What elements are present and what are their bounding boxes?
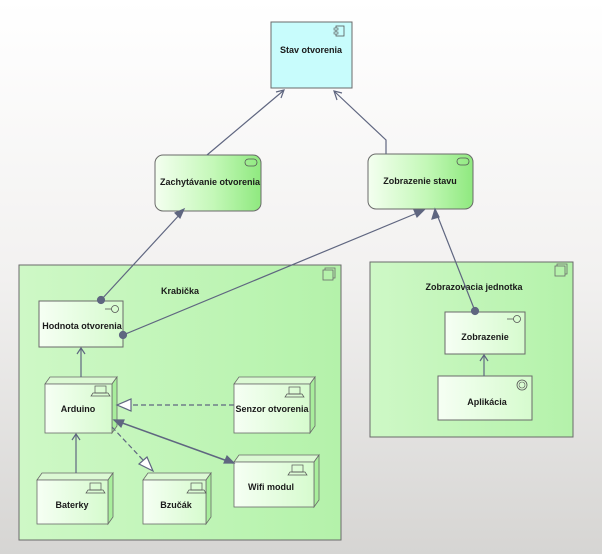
device-bzucak[interactable]: Bzučák [142, 471, 212, 526]
node-label: Stav otvorenia [280, 45, 343, 55]
bidirectional-arrow[interactable] [112, 419, 236, 464]
flow-arrow[interactable] [71, 432, 81, 473]
device-icon [85, 482, 106, 494]
realization-arrow[interactable] [333, 90, 387, 154]
node-icon [322, 267, 336, 281]
device-wifi-modul[interactable]: Wifi modul [233, 453, 320, 509]
node-icon [554, 263, 568, 277]
device-arduino[interactable]: Arduino [44, 375, 118, 435]
application-aplikacia[interactable]: Aplikácia [437, 375, 533, 421]
component-icon [333, 25, 345, 37]
device-icon [186, 482, 207, 494]
node-label: Zachytávanie otvorenia [160, 177, 261, 187]
assignment-arrow[interactable] [76, 346, 86, 377]
container-label: Krabička [161, 286, 200, 296]
node-label: Wifi modul [248, 482, 294, 492]
serving-arrow[interactable] [431, 207, 480, 316]
interface-icon [507, 315, 521, 323]
node-label: Zobrazenie [461, 332, 509, 342]
realization-arrow[interactable] [206, 89, 285, 156]
node-label: Baterky [55, 500, 88, 510]
device-icon [284, 386, 305, 398]
node-label: Arduino [61, 404, 96, 414]
device-icon [287, 464, 308, 476]
interface-hodnota-otvorenia[interactable]: Hodnota otvorenia [38, 300, 124, 348]
container-label: Zobrazovacia jednotka [425, 282, 523, 292]
device-icon [90, 385, 111, 397]
node-label: Bzučák [160, 500, 193, 510]
connectors [71, 89, 489, 473]
serving-arrow[interactable] [96, 207, 186, 305]
application-icon [516, 379, 528, 391]
device-baterky[interactable]: Baterky [36, 471, 114, 526]
node-label: Zobrazenie stavu [383, 176, 457, 186]
assignment-arrow[interactable] [479, 353, 489, 376]
dependency-arrow[interactable] [115, 398, 234, 412]
serving-arrow[interactable] [118, 209, 426, 340]
service-icon [456, 157, 470, 166]
service-zachytavanie-otvorenia[interactable]: Zachytávanie otvorenia [154, 154, 262, 212]
dependency-arrow[interactable] [111, 426, 155, 473]
service-icon [244, 158, 258, 167]
node-label: Hodnota otvorenia [42, 321, 122, 331]
interface-icon [105, 305, 119, 313]
interface-zobrazenie[interactable]: Zobrazenie [444, 311, 526, 355]
component-stav-otvorenia[interactable]: Stav otvorenia [270, 21, 353, 89]
node-label: Aplikácia [467, 397, 508, 407]
service-zobrazenie-stavu[interactable]: Zobrazenie stavu [367, 153, 474, 210]
node-label: Senzor otvorenia [235, 404, 309, 414]
device-senzor-otvorenia[interactable]: Senzor otvorenia [233, 375, 316, 435]
